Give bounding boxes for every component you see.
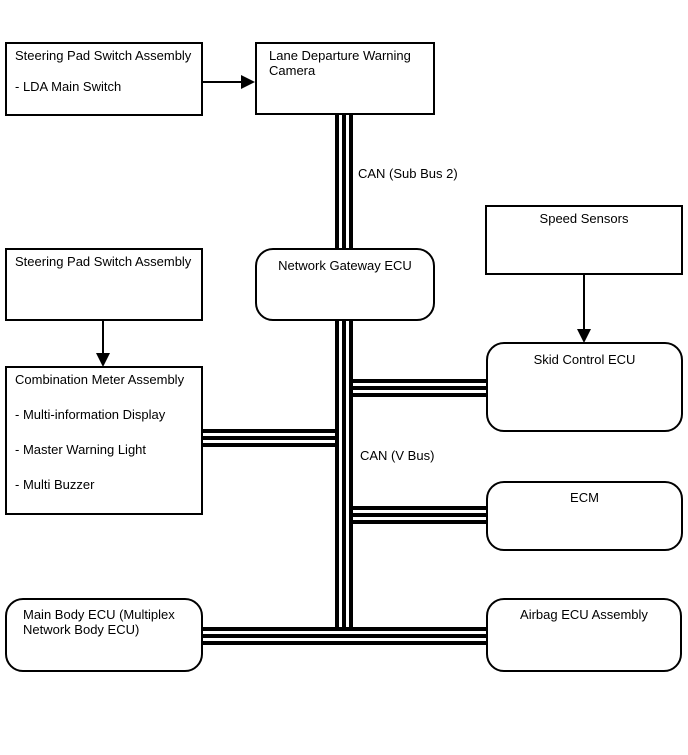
can-sub-bus-2-line <box>335 115 353 248</box>
box-item: - Master Warning Light <box>15 442 147 457</box>
can-bus-branch-ecm <box>344 506 486 524</box>
can-bus-branch-skid-control <box>344 379 486 397</box>
box-lane-departure-warning-camera: Lane Departure Warning Camera <box>255 42 435 115</box>
arrow-head-down-icon <box>96 353 110 367</box>
box-title: Main Body ECU (Multiplex Network Body EC… <box>23 607 175 637</box>
box-steering-pad-switch-assembly-top: Steering Pad Switch Assembly - LDA Main … <box>5 42 203 116</box>
arrow-head-right-icon <box>241 75 255 89</box>
box-title: Lane Departure Warning Camera <box>269 48 411 78</box>
box-skid-control-ecu: Skid Control ECU <box>486 342 683 432</box>
box-speed-sensors: Speed Sensors <box>485 205 683 275</box>
box-title: ECM <box>570 490 599 505</box>
box-title: Skid Control ECU <box>533 352 636 367</box>
arrow-head-down-icon <box>577 329 591 343</box>
box-title: Airbag ECU Assembly <box>520 607 648 622</box>
box-combination-meter-assembly: Combination Meter Assembly - Multi-infor… <box>5 366 203 515</box>
box-airbag-ecu-assembly: Airbag ECU Assembly <box>486 598 682 672</box>
arrow-line-speed-to-skid <box>583 275 585 330</box>
label-can-sub-bus-2: CAN (Sub Bus 2) <box>358 166 458 181</box>
box-item: - LDA Main Switch <box>15 79 122 94</box>
box-network-gateway-ecu: Network Gateway ECU <box>255 248 435 321</box>
box-steering-pad-switch-assembly-mid: Steering Pad Switch Assembly <box>5 248 203 321</box>
can-bus-branch-combination-meter <box>203 429 344 447</box>
box-title: Steering Pad Switch Assembly <box>15 254 192 269</box>
box-title: Steering Pad Switch Assembly <box>15 48 192 63</box>
box-title: Speed Sensors <box>539 211 629 226</box>
box-ecm: ECM <box>486 481 683 551</box>
arrow-line-switch-to-camera <box>203 81 243 83</box>
box-main-body-ecu: Main Body ECU (Multiplex Network Body EC… <box>5 598 203 672</box>
label-can-v-bus: CAN (V Bus) <box>360 448 435 463</box>
box-title: Combination Meter Assembly <box>15 372 185 387</box>
box-item: - Multi Buzzer <box>15 477 95 492</box>
arrow-line-switch-to-meter <box>102 321 104 354</box>
can-bus-bottom-line <box>203 627 486 645</box>
box-title: Network Gateway ECU <box>278 258 412 273</box>
can-v-bus-line <box>335 319 353 627</box>
box-item: - Multi-information Display <box>15 407 166 422</box>
